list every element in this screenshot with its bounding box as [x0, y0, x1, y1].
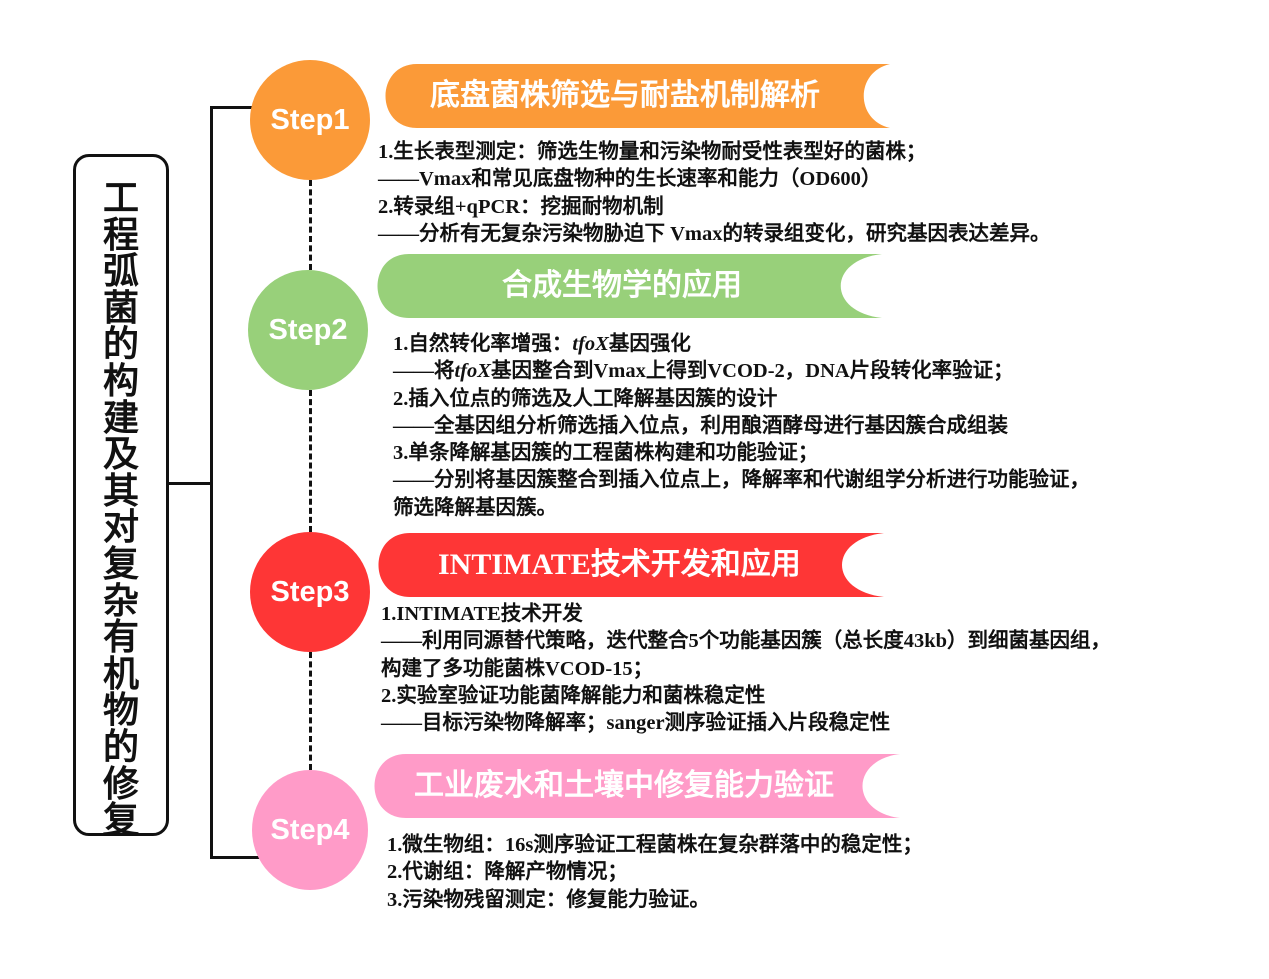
step2-line-1: 1.自然转化率增强：tfoX基因强化 [393, 333, 691, 355]
step4-circle: Step4 [252, 770, 368, 890]
step2-label: Step2 [268, 313, 348, 346]
step3-details: 1.INTIMATE技术开发 ——利用同源替代策略，迭代整合5个功能基因簇（总长… [381, 601, 1111, 737]
step2-line-2: ——将tfoX基因整合到Vmax上得到VCOD-2，DNA片段转化率验证； [393, 360, 1014, 383]
step1-line-4: ——分析有无复杂污染物胁迫下 Vmax的转录组变化，研究基因表达差异。 [378, 222, 1051, 245]
step3-line-3: 构建了多功能菌株VCOD-15； [381, 657, 654, 680]
step1-banner: 底盘菌株筛选与耐盐机制解析 [385, 64, 890, 128]
step2-line-7: 筛选降解基因簇。 [393, 496, 557, 519]
step3-banner-shape [378, 533, 884, 597]
step4-line-2: 2.代谢组：降解产物情况； [387, 861, 628, 884]
step3-line-1: 1.INTIMATE技术开发 [381, 603, 583, 625]
step4-label: Step4 [270, 813, 350, 846]
step1-line-1: 1.生长表型测定：筛选生物量和污染物耐受性表型好的菌株； [378, 141, 927, 163]
step4-banner-shape [374, 754, 900, 818]
step2-banner-shape [377, 254, 882, 318]
step4-details: 1.微生物组：16s测序验证工程菌株在复杂群落中的稳定性； 2.代谢组：降解产物… [387, 832, 923, 914]
step1-details: 1.生长表型测定：筛选生物量和污染物耐受性表型好的菌株； ——Vmax和常见底盘… [378, 139, 1051, 248]
step1-line-3: 2.转录组+qPCR：挖掘耐物机制 [378, 195, 664, 218]
bracket-vertical [210, 106, 213, 859]
step3-banner: INTIMATE技术开发和应用 [378, 533, 884, 597]
step4-line-1: 1.微生物组：16s测序验证工程菌株在复杂群落中的稳定性； [387, 834, 923, 856]
step4-line-3: 3.污染物残留测定：修复能力验证。 [387, 888, 710, 911]
step3-line-2: ——利用同源替代策略，迭代整合5个功能基因簇（总长度43kb）到细菌基因组， [381, 630, 1112, 653]
step2-details: 1.自然转化率增强：tfoX基因强化 ——将tfoX基因整合到Vmax上得到VC… [393, 331, 1090, 522]
step4-banner: 工业废水和土壤中修复能力验证 [374, 754, 900, 818]
step3-heading: INTIMATE技术开发和应用 [438, 548, 801, 581]
step1-label: Step1 [270, 103, 350, 136]
step4-heading: 工业废水和土壤中修复能力验证 [414, 768, 834, 803]
dashed-connector-3-4 [309, 652, 312, 770]
bracket-top-arm [210, 106, 255, 109]
bracket-stub [166, 482, 212, 485]
step2-line-5: 3.单条降解基因簇的工程菌株构建和功能验证； [393, 442, 819, 465]
dashed-connector-1-2 [309, 180, 312, 270]
diagram-title: 工程弧菌的构建及其对复杂有机物的修复 [102, 178, 139, 842]
step1-banner-shape [385, 64, 890, 128]
step2-line-6: ——分别将基因簇整合到插入位点上，降解率和代谢组学分析进行功能验证， [393, 469, 1090, 492]
step1-line-2: ——Vmax和常见底盘物种的生长速率和能力（OD600） [378, 168, 882, 191]
step1-heading: 底盘菌株筛选与耐盐机制解析 [430, 78, 820, 113]
step2-circle: Step2 [248, 270, 368, 390]
step2-line-4: ——全基因组分析筛选插入位点，利用酿酒酵母进行基因簇合成组装 [393, 414, 1008, 437]
step3-line-5: ——目标污染物降解率；sanger测序验证插入片段稳定性 [381, 712, 891, 735]
step1-circle: Step1 [250, 60, 370, 180]
step3-line-4: 2.实验室验证功能菌降解能力和菌株稳定性 [381, 684, 766, 707]
dashed-connector-2-3 [309, 390, 312, 532]
step3-circle: Step3 [250, 532, 370, 652]
step2-line-3: 2.插入位点的筛选及人工降解基因簇的设计 [393, 387, 778, 410]
title-box: 工程弧菌的构建及其对复杂有机物的修复 [73, 154, 169, 839]
step3-label: Step3 [270, 575, 350, 608]
bracket-bottom-arm [210, 856, 260, 859]
step2-banner: 合成生物学的应用 [377, 254, 882, 318]
step2-heading: 合成生物学的应用 [502, 268, 742, 303]
